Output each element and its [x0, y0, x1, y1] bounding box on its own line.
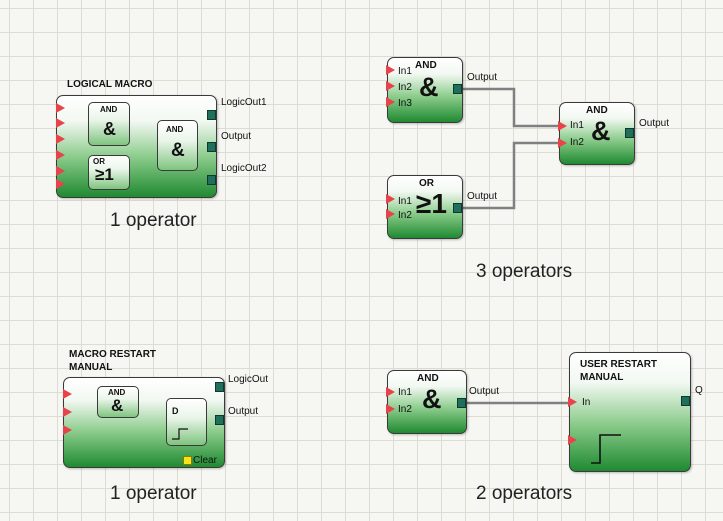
- and-output-label: Output: [467, 72, 498, 83]
- macro-restart-output-label: Output: [228, 406, 259, 417]
- macro-restart-d-block[interactable]: D: [166, 398, 207, 446]
- logical-macro-output-pin[interactable]: [207, 142, 216, 152]
- input-label: In2: [398, 210, 412, 221]
- logical-macro-input-pin[interactable]: [56, 134, 65, 144]
- clear-input-pin[interactable]: [183, 456, 192, 465]
- logical-macro-or-label: OR: [93, 157, 105, 166]
- logical-macro-and2-symbol: &: [171, 140, 185, 161]
- wire-or-to-and: [462, 141, 561, 210]
- input-label: In2: [398, 82, 412, 93]
- logical-macro-input-pin[interactable]: [56, 103, 65, 113]
- macro-restart-and[interactable]: AND &: [97, 386, 139, 418]
- and-input-pin[interactable]: [386, 81, 395, 91]
- input-label: In2: [570, 137, 584, 148]
- user-restart-input-label: In: [582, 397, 591, 408]
- macro-restart-output-pin[interactable]: [215, 382, 224, 392]
- and-output-pin[interactable]: [625, 128, 634, 138]
- and-operator-symbol: &: [422, 384, 442, 414]
- and-output-label: Output: [639, 118, 670, 129]
- and-input-pin[interactable]: [386, 387, 395, 397]
- or-input-pin[interactable]: [386, 209, 395, 219]
- logical-macro-caption: 1 operator: [110, 210, 197, 231]
- input-label: In1: [570, 120, 584, 131]
- or-operator[interactable]: OR ≥1 In1 In2: [387, 175, 463, 239]
- and-operator-symbol: &: [591, 116, 611, 146]
- macro-restart-and-symbol: &: [111, 396, 124, 415]
- user-restart-input-pin[interactable]: [568, 435, 577, 445]
- clear-label: Clear: [193, 455, 217, 466]
- macro-restart-output-pin[interactable]: [215, 415, 224, 425]
- or-output-label: Output: [467, 191, 498, 202]
- macro-restart-input-pin[interactable]: [63, 389, 72, 399]
- macro-restart-output-label: LogicOut: [228, 374, 269, 385]
- logical-macro-output-label: LogicOut1: [221, 97, 267, 108]
- logical-macro-or[interactable]: OR ≥1: [88, 155, 130, 190]
- logical-macro-input-pin[interactable]: [56, 166, 65, 176]
- logical-macro-and1-symbol: &: [103, 119, 116, 139]
- logical-macro-and1[interactable]: AND &: [88, 102, 130, 146]
- macro-restart-input-pin[interactable]: [63, 407, 72, 417]
- logical-macro-and2-label: AND: [166, 125, 184, 134]
- macro-restart-title-line2: MANUAL: [69, 362, 113, 373]
- or-operator-symbol: ≥1: [416, 188, 447, 219]
- restart-network-caption: 2 operators: [476, 483, 573, 504]
- and-operator-label: AND: [415, 60, 437, 71]
- and-operator-restart[interactable]: AND & In1 In2: [387, 370, 467, 434]
- user-restart-output-label: Q: [695, 385, 703, 396]
- user-restart-manual-block[interactable]: USER RESTART MANUAL In: [569, 352, 691, 472]
- and-operator-final[interactable]: AND & In1 In2: [559, 102, 635, 165]
- input-label: In3: [398, 98, 412, 109]
- logical-macro-output-pin[interactable]: [207, 175, 216, 185]
- user-restart-title-line2: MANUAL: [580, 372, 624, 383]
- user-restart-output-pin[interactable]: [681, 396, 690, 406]
- network-caption: 3 operators: [476, 261, 573, 282]
- macro-restart-input-pin[interactable]: [63, 425, 72, 435]
- wire-and-to-and: [462, 87, 561, 128]
- and-input-pin[interactable]: [386, 65, 395, 75]
- logical-macro-title: LOGICAL MACRO: [67, 79, 153, 90]
- and-operator-label: AND: [417, 373, 439, 384]
- logical-macro-input-pin[interactable]: [56, 118, 65, 128]
- and-operator-label: AND: [586, 105, 608, 116]
- logical-macro-output-pin[interactable]: [207, 110, 216, 120]
- and-output-label: Output: [469, 386, 500, 397]
- logical-macro-or-symbol: ≥1: [95, 165, 114, 184]
- and-operator-symbol: &: [419, 72, 439, 102]
- logical-macro-output-label: Output: [221, 131, 252, 142]
- and-input-pin[interactable]: [386, 404, 395, 414]
- user-restart-title-line1: USER RESTART: [580, 359, 658, 370]
- user-restart-input-pin[interactable]: [568, 397, 577, 407]
- and-output-pin[interactable]: [457, 398, 466, 408]
- logical-macro-input-pin[interactable]: [56, 150, 65, 160]
- or-output-pin[interactable]: [453, 203, 462, 213]
- input-label: In1: [398, 387, 412, 398]
- or-input-pin[interactable]: [386, 194, 395, 204]
- and-input-pin[interactable]: [386, 97, 395, 107]
- input-label: In1: [398, 196, 412, 207]
- macro-restart-title-line1: MACRO RESTART: [69, 349, 157, 360]
- rising-edge-icon: [172, 428, 188, 440]
- input-label: In2: [398, 404, 412, 415]
- logical-macro-and1-label: AND: [100, 105, 118, 114]
- and-output-pin[interactable]: [453, 84, 462, 94]
- or-operator-label: OR: [419, 178, 434, 189]
- and-input-pin[interactable]: [558, 121, 567, 131]
- macro-restart-caption: 1 operator: [110, 483, 197, 504]
- macro-restart-and-label: AND: [108, 388, 126, 397]
- restart-step-icon: [591, 434, 621, 464]
- and-input-pin[interactable]: [558, 138, 567, 148]
- and-operator-3in[interactable]: AND & In1 In2 In3: [387, 57, 463, 123]
- input-label: In1: [398, 66, 412, 77]
- logical-macro-output-label: LogicOut2: [221, 163, 267, 174]
- macro-restart-d-label: D: [172, 406, 179, 416]
- logical-macro-input-pin[interactable]: [56, 179, 65, 189]
- logical-macro-and2[interactable]: AND &: [157, 120, 198, 171]
